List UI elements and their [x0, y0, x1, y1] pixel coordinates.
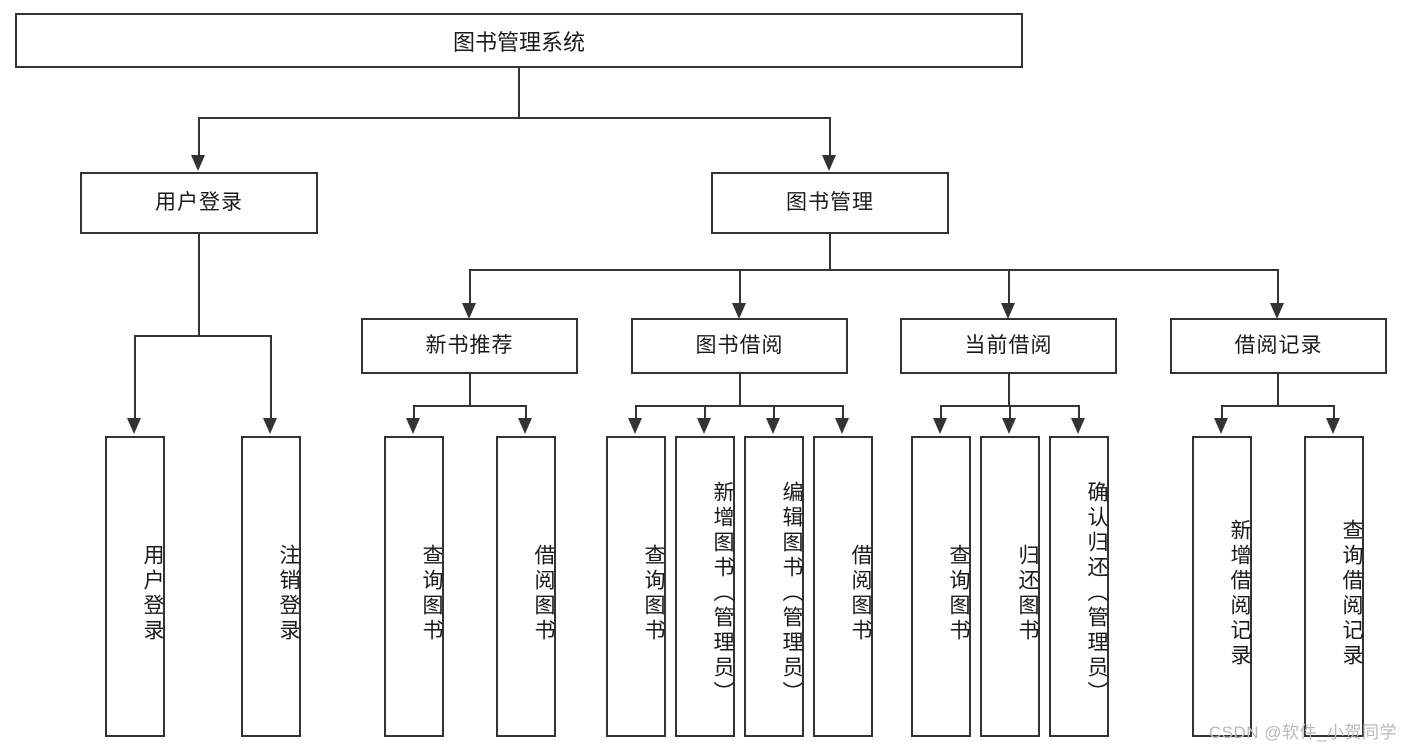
connector-br-stem: [1277, 374, 1279, 407]
leaf-new-book-rec-1-label: 借阅图书: [532, 543, 555, 644]
connector-drop-new-book-rec: [469, 269, 471, 305]
arrowhead-ul-leaf-0: [127, 418, 141, 434]
arrowhead-br-leaf-1: [1326, 418, 1340, 434]
arrowhead-cb-leaf-0: [933, 418, 947, 434]
connector-nbr-stem: [469, 374, 471, 407]
connector-book-manage-stem: [829, 234, 831, 271]
leaf-new-book-rec-0[interactable]: 查询图书: [384, 436, 444, 737]
leaf-user-login-1-label: 注销登录: [277, 543, 300, 644]
connector-drop-user-login: [198, 117, 200, 157]
connector-drop-borrow-record: [1277, 269, 1279, 305]
leaf-user-login-0-label: 用户登录: [141, 543, 164, 644]
leaf-borrow-record-1-label: 查询借阅记录: [1340, 518, 1363, 669]
connector-cb-stem: [1008, 374, 1010, 407]
leaf-current-borrow-2-label: 确认归还（管理员）: [1085, 481, 1108, 706]
connector-drop-cb-leaf-1: [1009, 405, 1011, 420]
arrowhead-bb-leaf-2: [766, 418, 780, 434]
watermark: CSDN @软件_小贺同学: [1208, 723, 1397, 742]
leaf-book-borrow-0-label: 查询图书: [642, 543, 665, 644]
node-borrow-record-label: 借阅记录: [1234, 334, 1323, 358]
connector-drop-bb-leaf-2: [773, 405, 775, 420]
arrowhead-bb-leaf-1: [697, 418, 711, 434]
connector-drop-book-borrow: [739, 269, 741, 305]
connector-root-stem: [518, 68, 520, 117]
connector-drop-br-leaf-0: [1221, 405, 1223, 420]
leaf-borrow-record-0[interactable]: 新增借阅记录: [1192, 436, 1252, 737]
arrowhead-book-manage: [822, 155, 836, 171]
leaf-current-borrow-1-label: 归还图书: [1016, 543, 1039, 644]
node-new-book-rec[interactable]: 新书推荐: [361, 318, 578, 374]
connector-drop-current-borrow: [1008, 269, 1010, 305]
arrowhead-new-book-rec: [462, 303, 476, 319]
connector-drop-nbr-leaf-1: [525, 405, 527, 420]
node-user-login[interactable]: 用户登录: [80, 172, 318, 234]
leaf-book-borrow-3[interactable]: 借阅图书: [813, 436, 873, 737]
leaf-current-borrow-0[interactable]: 查询图书: [911, 436, 971, 737]
node-new-book-rec-label: 新书推荐: [425, 334, 514, 358]
arrowhead-nbr-leaf-1: [518, 418, 532, 434]
connector-drop-bb-leaf-3: [842, 405, 844, 420]
leaf-new-book-rec-1[interactable]: 借阅图书: [496, 436, 556, 737]
connector-drop-cb-leaf-0: [940, 405, 942, 420]
node-book-borrow[interactable]: 图书借阅: [631, 318, 848, 374]
leaf-new-book-rec-0-label: 查询图书: [420, 543, 443, 644]
node-root-label: 图书管理系统: [452, 29, 585, 55]
arrowhead-book-borrow: [732, 303, 746, 319]
connector-user-login-bus: [134, 335, 271, 337]
leaf-current-borrow-2[interactable]: 确认归还（管理员）: [1049, 436, 1109, 737]
leaf-book-borrow-2[interactable]: 编辑图书（管理员）: [744, 436, 804, 737]
node-book-manage-label: 图书管理: [786, 191, 874, 215]
leaf-book-borrow-1-label: 新增图书（管理员）: [711, 481, 734, 706]
node-current-borrow[interactable]: 当前借阅: [900, 318, 1117, 374]
arrowhead-bb-leaf-3: [835, 418, 849, 434]
node-current-borrow-label: 当前借阅: [964, 334, 1053, 358]
connector-drop-ul-leaf-1: [270, 335, 272, 420]
leaf-book-borrow-3-label: 借阅图书: [849, 543, 872, 644]
connector-level1-bus: [198, 117, 830, 119]
arrowhead-br-leaf-0: [1214, 418, 1228, 434]
connector-bb-bus: [635, 405, 844, 407]
connector-drop-bb-leaf-1: [704, 405, 706, 420]
leaf-book-borrow-1[interactable]: 新增图书（管理员）: [675, 436, 735, 737]
leaf-user-login-1[interactable]: 注销登录: [241, 436, 301, 737]
arrowhead-cb-leaf-2: [1071, 418, 1085, 434]
arrowhead-cb-leaf-1: [1002, 418, 1016, 434]
arrowhead-nbr-leaf-0: [406, 418, 420, 434]
leaf-borrow-record-1[interactable]: 查询借阅记录: [1304, 436, 1364, 737]
node-book-manage[interactable]: 图书管理: [711, 172, 949, 234]
connector-drop-cb-leaf-2: [1078, 405, 1080, 420]
connector-drop-br-leaf-1: [1333, 405, 1335, 420]
leaf-user-login-0[interactable]: 用户登录: [105, 436, 165, 737]
connector-br-bus: [1221, 405, 1334, 407]
node-root[interactable]: 图书管理系统: [15, 13, 1023, 68]
connector-drop-book-manage: [829, 117, 831, 157]
connector-user-login-stem: [198, 234, 200, 335]
connector-drop-bb-leaf-0: [635, 405, 637, 420]
arrowhead-bb-leaf-0: [628, 418, 642, 434]
arrowhead-user-login: [191, 155, 205, 171]
connector-bb-stem: [739, 374, 741, 407]
leaf-borrow-record-0-label: 新增借阅记录: [1228, 518, 1251, 669]
leaf-book-borrow-2-label: 编辑图书（管理员）: [780, 481, 803, 706]
connector-drop-ul-leaf-0: [134, 335, 136, 420]
connector-nbr-bus: [413, 405, 526, 407]
node-book-borrow-label: 图书借阅: [695, 334, 784, 358]
connector-level3-bus: [469, 269, 1277, 271]
arrowhead-current-borrow: [1001, 303, 1015, 319]
arrowhead-ul-leaf-1: [263, 418, 277, 434]
node-user-login-label: 用户登录: [155, 191, 243, 215]
connector-drop-nbr-leaf-0: [413, 405, 415, 420]
node-borrow-record[interactable]: 借阅记录: [1170, 318, 1387, 374]
arrowhead-borrow-record: [1270, 303, 1284, 319]
leaf-book-borrow-0[interactable]: 查询图书: [606, 436, 666, 737]
leaf-current-borrow-0-label: 查询图书: [947, 543, 970, 644]
leaf-current-borrow-1[interactable]: 归还图书: [980, 436, 1040, 737]
